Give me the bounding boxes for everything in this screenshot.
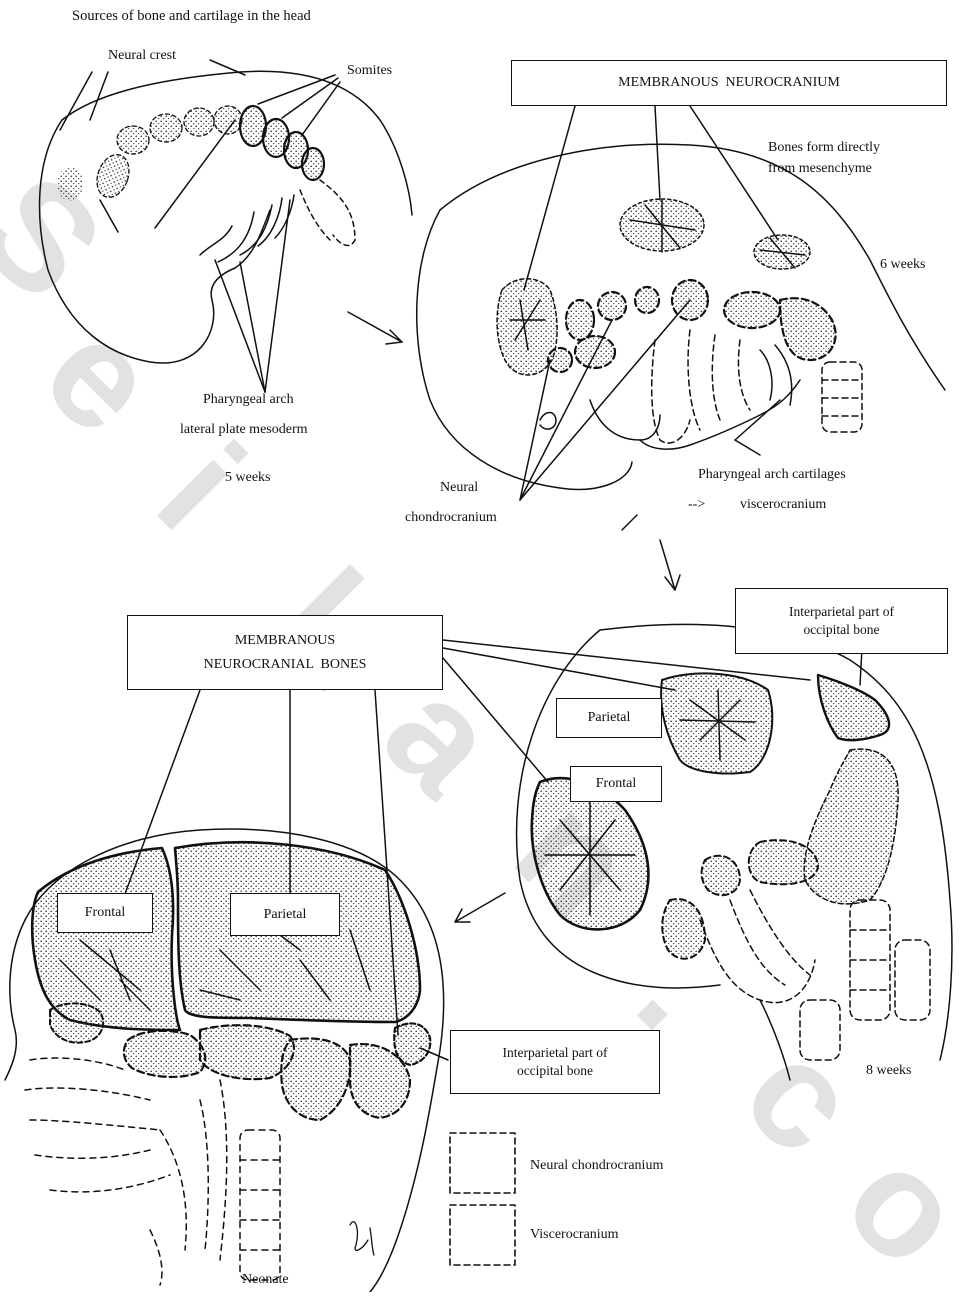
label-arrow-glyph: -->: [688, 497, 705, 514]
membranous-line2: NEUROCRANIAL BONES: [204, 653, 367, 677]
frontal-label-neonate: Frontal: [85, 905, 125, 921]
interparietal-neonate-line2: occipital bone: [517, 1062, 593, 1080]
legend-viscerocranium: Viscerocranium: [530, 1227, 619, 1244]
age-8-weeks: 8 weeks: [866, 1063, 912, 1080]
head-neonate: [5, 690, 448, 1292]
interparietal-box-neonate: Interparietal part of occipital bone: [450, 1030, 660, 1094]
frontal-label-8wk: Frontal: [596, 776, 636, 792]
embryo-5-weeks: [40, 60, 412, 392]
membranous-line1: MEMBRANOUS: [235, 629, 335, 653]
label-somites: Somites: [347, 63, 392, 80]
label-neural-crest: Neural crest: [108, 48, 176, 65]
parietal-label-neonate: Parietal: [264, 907, 307, 923]
legend-symbols: [450, 1133, 515, 1265]
parietal-box-8wk: Parietal: [556, 698, 662, 738]
label-lateral-plate-mesoderm: lateral plate mesoderm: [180, 422, 308, 439]
label-pharyngeal-arch: Pharyngeal arch: [203, 392, 294, 409]
membranous-neurocranium-label: MEMBRANOUS NEUROCRANIUM: [618, 75, 840, 91]
label-pharyngeal-arch-cartilages: Pharyngeal arch cartilages: [698, 467, 846, 484]
membranous-neurocranial-bones-box: MEMBRANOUS NEUROCRANIAL BONES: [127, 615, 443, 690]
interparietal-neonate-line1: Interparietal part of: [503, 1044, 608, 1062]
interparietal-box-8wk: Interparietal part of occipital bone: [735, 588, 948, 654]
label-bones-form-directly: Bones form directly: [768, 140, 880, 157]
label-neural: Neural: [440, 480, 478, 497]
label-viscerocranium: viscerocranium: [740, 497, 826, 514]
parietal-label-8wk: Parietal: [588, 710, 631, 726]
label-chondrocranium: chondrocranium: [405, 510, 497, 527]
figure-title: Sources of bone and cartilage in the hea…: [72, 8, 311, 25]
interparietal-line1: Interparietal part of: [789, 603, 894, 621]
age-neonate: Neonate: [242, 1272, 289, 1289]
embryo-8-weeks: [443, 624, 952, 1080]
interparietal-line2: occipital bone: [803, 621, 879, 639]
age-6-weeks: 6 weeks: [880, 257, 926, 274]
label-from-mesenchyme: from mesenchyme: [768, 161, 872, 178]
legend-neural-chondrocranium: Neural chondrocranium: [530, 1158, 663, 1175]
parietal-box-neonate: Parietal: [230, 893, 340, 936]
membranous-neurocranium-box: MEMBRANOUS NEUROCRANIUM: [511, 60, 947, 106]
frontal-box-neonate: Frontal: [57, 893, 153, 933]
frontal-box-8wk: Frontal: [570, 766, 662, 802]
age-5-weeks: 5 weeks: [225, 470, 271, 487]
